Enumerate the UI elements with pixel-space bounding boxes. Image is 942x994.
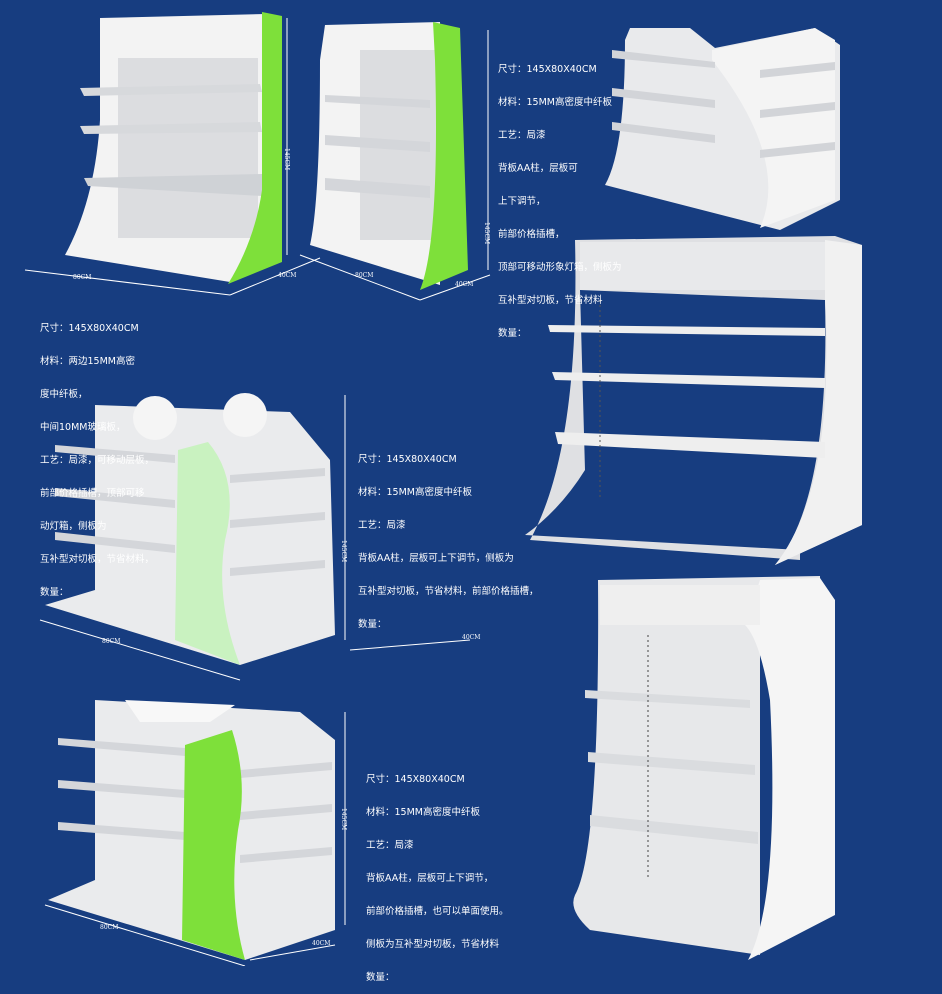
spec-line: 材料：两边15MM高密 [40,356,135,367]
spec-line: 侧板为互补型对切板，节省材料 [366,939,500,950]
shelf-unit-f [44,700,346,966]
spec-line: 工艺：局漆 [498,130,546,141]
spec-line: 数量： [358,619,387,630]
dim-height-e: 145CM [340,540,347,563]
spec-line: 数量： [366,972,395,983]
spec-line: 前部价格插槽，也可以单面使用。 [366,906,509,917]
spec-line: 互补型对切板，节省材料，前部价格插槽， [358,586,539,597]
spec-line: 背板AA柱，层板可上下调节，侧板为 [358,553,514,564]
spec-line: 上下调节， [498,196,546,207]
shelf-unit-a [24,12,321,296]
spec-line: 工艺：局漆 [358,520,406,531]
shelf-unit-g [573,576,835,960]
spec-line: 顶部可移动形象灯箱，侧板为 [498,262,622,273]
spec-line: 数量： [498,328,527,339]
spec-line: 工艺：局漆，可移动层板， [40,455,155,466]
spec-line: 材料：15MM高密度中纤板 [358,487,472,498]
shelf-unit-c [605,28,840,230]
spec-text-4: 尺寸：145X80X40CM 材料：15MM高密度中纤板 工艺：局漆 背板AA柱… [366,752,509,994]
dim-depth-e: 40CM [462,634,481,641]
spec-line: 前部价格插槽， [498,229,565,240]
dim-width-e: 80CM [102,638,121,645]
dim-width-a: 80CM [73,274,92,281]
spec-text-2: 尺寸：145X80X40CM 材料：两边15MM高密 度中纤板， 中间10MM玻… [40,301,154,609]
spec-line: 尺寸：145X80X40CM [40,323,139,334]
shelf-unit-b [299,22,491,301]
spec-text-3: 尺寸：145X80X40CM 材料：15MM高密度中纤板 工艺：局漆 背板AA柱… [358,432,539,641]
dim-depth-b: 40CM [455,281,474,288]
dim-width-b: 80CM [355,272,374,279]
spec-line: 前部价格插槽，顶部可移 [40,488,145,499]
spec-line: 互补型对切板，节省材料， [40,554,155,565]
spec-line: 背板AA柱，层板可 [498,163,578,174]
spec-line: 材料：15MM高密度中纤板 [498,97,612,108]
shelf-illustrations [24,12,862,966]
dim-height-f: 145CM [340,808,347,831]
dim-height-b: 145CM [483,222,490,245]
spec-line: 背板AA柱，层板可上下调节， [366,873,494,884]
spec-line: 度中纤板， [40,389,88,400]
spec-line: 工艺：局漆 [366,840,414,851]
spec-line: 数量： [40,587,69,598]
dim-height-a: 145CM [283,148,290,171]
spec-line: 互补型对切板，节省材料 [498,295,603,306]
spec-text-1: 尺寸：145X80X40CM 材料：15MM高密度中纤板 工艺：局漆 背板AA柱… [498,42,622,350]
spec-line: 中间10MM玻璃板， [40,422,126,433]
shelf-unit-d [525,236,862,565]
shelf-unit-e [39,393,471,681]
spec-line: 动灯箱，侧板为 [40,521,107,532]
spec-line: 尺寸：145X80X40CM [366,774,465,785]
dim-depth-f: 40CM [312,940,331,947]
spec-line: 尺寸：145X80X40CM [498,64,597,75]
dim-depth-a: 40CM [278,272,297,279]
dim-width-f: 80CM [100,924,119,931]
spec-line: 材料：15MM高密度中纤板 [366,807,480,818]
spec-line: 尺寸：145X80X40CM [358,454,457,465]
